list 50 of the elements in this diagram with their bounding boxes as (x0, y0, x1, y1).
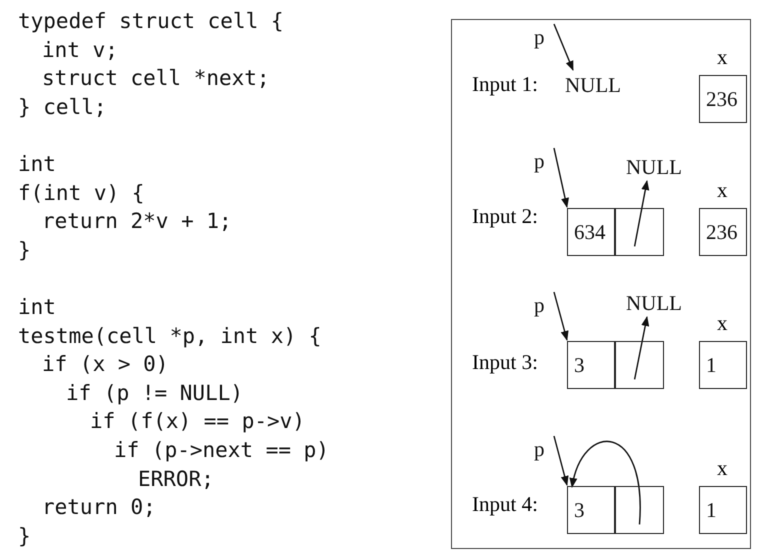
code-line: if (f(x) == p->v) (90, 408, 305, 434)
code-line: struct cell *next; (42, 65, 270, 92)
value-box: 236 (699, 75, 747, 123)
pointer-label: p (534, 436, 550, 462)
code-line: testme(cell *p, int x) { (18, 322, 322, 349)
value-box: 1 (699, 341, 747, 389)
arrow (634, 316, 650, 380)
input-label: Input 1: (472, 72, 538, 97)
code-line: int v; (42, 36, 118, 63)
code-line: f(int v) { (18, 180, 144, 206)
value-box: 236 (699, 208, 747, 256)
arrow (553, 148, 569, 208)
code-line: if (x > 0) (42, 351, 168, 378)
code-line: int (18, 294, 56, 320)
variable-label: x (717, 178, 728, 203)
code-line: return 2*v + 1; (42, 208, 232, 234)
pointer-label: NULL (565, 72, 627, 98)
arrow (634, 180, 650, 247)
code-line: ERROR; (138, 466, 214, 492)
code-line: } (18, 522, 31, 549)
variable-label: x (717, 311, 728, 336)
input-label: Input 3: (472, 350, 538, 375)
code-line: } cell; (18, 94, 107, 120)
field-box (615, 486, 664, 534)
panel-frame (451, 19, 751, 549)
arrow (553, 436, 569, 486)
code-line: return 0; (42, 494, 156, 520)
pointer-label: p (534, 24, 550, 50)
pointer-label: p (534, 148, 550, 174)
pointer-label: NULL (626, 154, 688, 180)
value-box: 3 (567, 341, 615, 389)
value-box: 3 (567, 486, 615, 534)
pointer-label: p (534, 292, 550, 318)
field-box (615, 208, 664, 256)
code-line: typedef struct cell { (18, 8, 284, 34)
value-box: 634 (567, 208, 615, 256)
code-line: } (18, 236, 31, 263)
input-label: Input 2: (472, 204, 538, 229)
variable-label: x (717, 456, 728, 481)
field-box (615, 341, 664, 389)
arrow (553, 292, 568, 341)
value-box: 1 (699, 486, 747, 534)
input-label: Input 4: (472, 492, 538, 517)
variable-label: x (717, 45, 728, 70)
code-line: if (p != NULL) (66, 380, 244, 406)
pointer-label: NULL (626, 290, 688, 316)
code-line: if (p->next == p) (114, 437, 329, 463)
arrow (553, 24, 574, 71)
code-line: int (18, 151, 56, 177)
arrow (570, 440, 641, 524)
